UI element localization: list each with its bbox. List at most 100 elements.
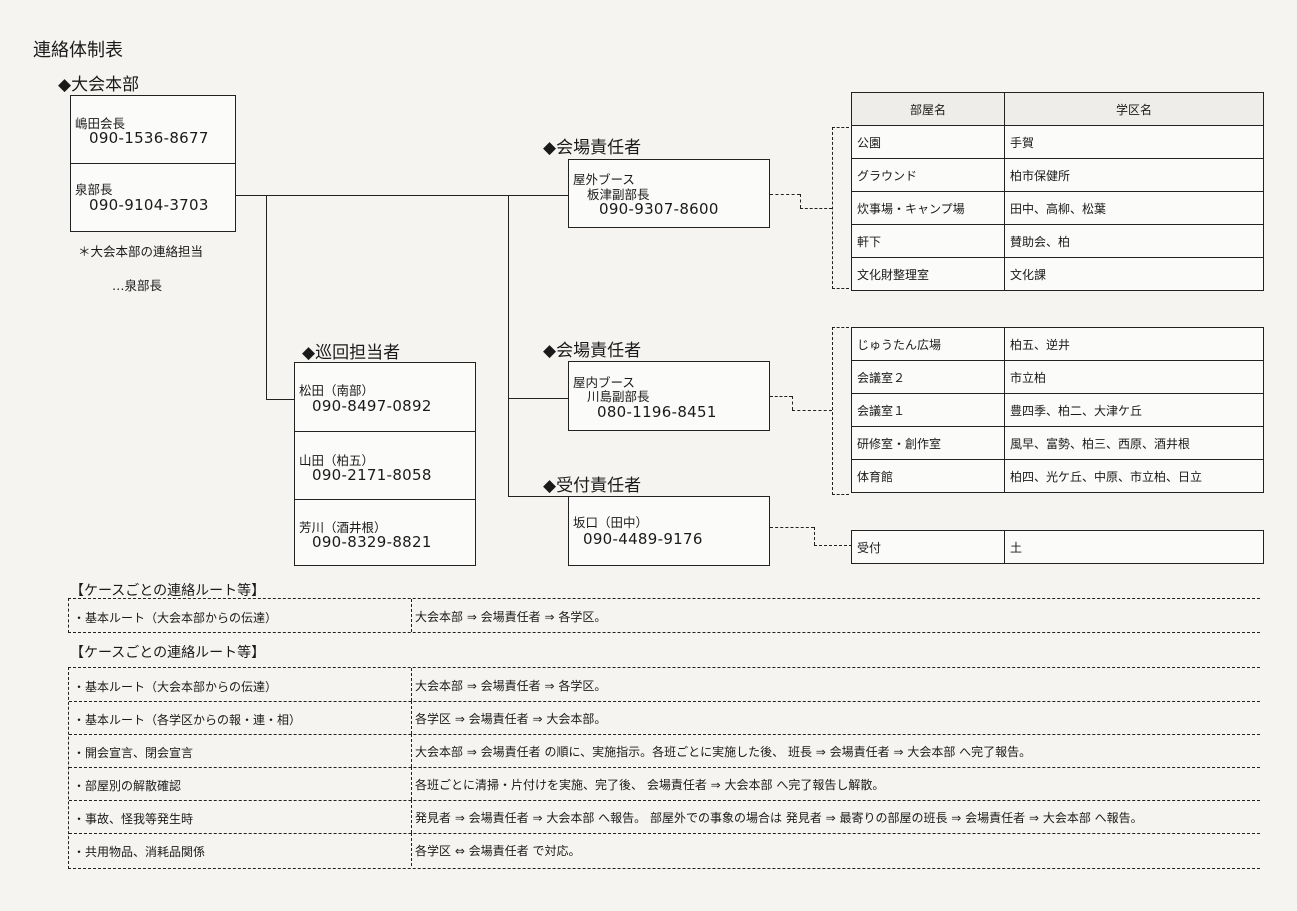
connector-line [508, 398, 568, 399]
room-name: 体育館 [851, 459, 1005, 493]
table-row: 公園手賀 [851, 125, 1264, 159]
route-text: 大会本部 ⇒ 会場責任者 ⇒ 各学区。 [415, 610, 607, 624]
route-case: ・開会宣言、閉会宣言 [73, 746, 194, 760]
member-phone: 090-2171-8058 [312, 466, 432, 484]
column-divider [411, 599, 412, 632]
hq-heading: ◆大会本部 [58, 75, 140, 95]
venue-box-indoor: 屋内ブース 川島副部長 080-1196-8451 [568, 361, 770, 431]
room-table-reception: 受付土 [851, 530, 1264, 564]
venue-manager-name: 板津副部長 [587, 187, 650, 202]
member-name: 山田（柏五） [299, 453, 375, 468]
dashed-connector [770, 194, 800, 195]
member-phone: 090-8329-8821 [312, 533, 432, 551]
route-row: ・開会宣言、閉会宣言 大会本部 ⇒ 会場責任者 の順に、実施指示。各班ごとに実施… [69, 734, 1260, 768]
table-row: 研修室・創作室風早、富勢、柏三、西原、酒井根 [851, 426, 1264, 460]
room-name: 公園 [851, 125, 1005, 159]
venue-phone: 090-9307-8600 [599, 200, 719, 218]
room-name: 軒下 [851, 224, 1005, 258]
room-table-outdoor: 部屋名 学区名 公園手賀 グラウンド柏市保健所 炊事場・キャンプ場田中、高柳、松… [851, 92, 1264, 291]
hq-note: ＊大会本部の連絡担当 [78, 244, 204, 259]
column-divider [411, 833, 412, 866]
venue-heading: ◆会場責任者 [543, 138, 642, 158]
room-name: 会議室１ [851, 393, 1005, 427]
venue-location: 屋外ブース [573, 172, 635, 187]
reception-heading: ◆受付責任者 [543, 476, 642, 496]
route-row: ・共用物品、消耗品関係 各学区 ⇔ 会場責任者 で対応。 [69, 833, 1260, 866]
member-name: 芳川（酒井根） [299, 520, 387, 535]
routes-table-1: ・基本ルート（大会本部からの伝達） 大会本部 ⇒ 会場責任者 ⇒ 各学区。 [68, 598, 1260, 633]
route-case: ・事故、怪我等発生時 [73, 812, 194, 826]
member-phone: 090-9104-3703 [89, 196, 209, 214]
district-name: 田中、高柳、松葉 [1004, 191, 1264, 225]
district-name: 柏四、光ケ丘、中原、市立柏、日立 [1004, 459, 1264, 493]
group-bracket [832, 327, 849, 495]
hq-box: 嶋田会長 090-1536-8677 泉部長 090-9104-3703 [70, 95, 236, 232]
connector-line [508, 496, 568, 497]
connector-line [236, 195, 568, 196]
dashed-connector [814, 527, 815, 545]
room-name: 研修室・創作室 [851, 426, 1005, 460]
member-name: 松田（南部） [299, 383, 375, 398]
district-name: 柏五、逆井 [1004, 327, 1264, 361]
venue-manager-name: 坂口（田中） [573, 515, 649, 530]
route-case: ・基本ルート（各学区からの報・連・相） [73, 713, 302, 727]
patrol-heading: ◆巡回担当者 [302, 343, 401, 363]
column-divider [411, 767, 412, 800]
dashed-connector [800, 208, 832, 209]
venue-phone: 080-1196-8451 [597, 403, 717, 421]
venue-manager-name: 川島副部長 [587, 389, 650, 404]
route-case: ・基本ルート（大会本部からの伝達） [73, 680, 278, 694]
venue-box-outdoor: 屋外ブース 板津副部長 090-9307-8600 [568, 159, 770, 228]
connector-line [266, 195, 267, 400]
dashed-connector [814, 545, 852, 546]
table-row: 軒下賛助会、柏 [851, 224, 1264, 258]
room-name: 会議室２ [851, 360, 1005, 394]
district-name: 手賀 [1004, 125, 1264, 159]
patrol-member: 松田（南部） 090-8497-0892 [295, 363, 475, 431]
dashed-connector [792, 396, 793, 410]
district-name: 文化課 [1004, 257, 1264, 291]
page-title: 連絡体制表 [33, 40, 123, 61]
dashed-connector [770, 527, 814, 528]
venue-location: 屋内ブース [573, 375, 635, 390]
hq-member: 嶋田会長 090-1536-8677 [71, 96, 235, 163]
route-text: 各学区 ⇔ 会場責任者 で対応。 [415, 844, 581, 858]
venue-phone: 090-4489-9176 [583, 530, 703, 548]
column-divider [411, 668, 412, 701]
connector-line [266, 399, 294, 400]
member-phone: 090-1536-8677 [89, 129, 209, 147]
table-row: グラウンド柏市保健所 [851, 158, 1264, 192]
group-bracket [832, 127, 849, 289]
room-name: 炊事場・キャンプ場 [851, 191, 1005, 225]
dashed-connector [770, 396, 792, 397]
room-name: 受付 [851, 530, 1005, 564]
column-divider [411, 701, 412, 734]
col-header-district: 学区名 [1004, 92, 1264, 126]
route-case: ・基本ルート（大会本部からの伝達） [73, 611, 278, 625]
district-name: 柏市保健所 [1004, 158, 1264, 192]
route-case: ・共用物品、消耗品関係 [73, 845, 206, 859]
member-name: 嶋田会長 [75, 116, 126, 131]
column-divider [411, 800, 412, 833]
routes-table-2: ・基本ルート（大会本部からの伝達） 大会本部 ⇒ 会場責任者 ⇒ 各学区。 ・基… [68, 667, 1260, 869]
route-row: ・部屋別の解散確認 各班ごとに清掃・片付けを実施、完了後、 会場責任者 ⇒ 大会… [69, 767, 1260, 801]
route-text: 各班ごとに清掃・片付けを実施、完了後、 会場責任者 ⇒ 大会本部 へ完了報告し解… [415, 778, 885, 792]
col-header-room: 部屋名 [851, 92, 1005, 126]
route-text: 大会本部 ⇒ 会場責任者 ⇒ 各学区。 [415, 679, 607, 693]
route-row: ・基本ルート（各学区からの報・連・相） 各学区 ⇒ 会場責任者 ⇒ 大会本部。 [69, 701, 1260, 735]
district-name: 市立柏 [1004, 360, 1264, 394]
route-case: ・部屋別の解散確認 [73, 779, 182, 793]
route-row: ・基本ルート（大会本部からの伝達） 大会本部 ⇒ 会場責任者 ⇒ 各学区。 [69, 599, 1260, 632]
table-row: じゅうたん広場柏五、逆井 [851, 327, 1264, 361]
patrol-member: 山田（柏五） 090-2171-8058 [295, 431, 475, 499]
district-name: 風早、富勢、柏三、西原、酒井根 [1004, 426, 1264, 460]
table-row: 炊事場・キャンプ場田中、高柳、松葉 [851, 191, 1264, 225]
column-divider [411, 734, 412, 767]
room-name: グラウンド [851, 158, 1005, 192]
hq-member: 泉部長 090-9104-3703 [71, 163, 235, 231]
table-row: 体育館柏四、光ケ丘、中原、市立柏、日立 [851, 459, 1264, 493]
district-name: 賛助会、柏 [1004, 224, 1264, 258]
dashed-connector [800, 194, 801, 208]
